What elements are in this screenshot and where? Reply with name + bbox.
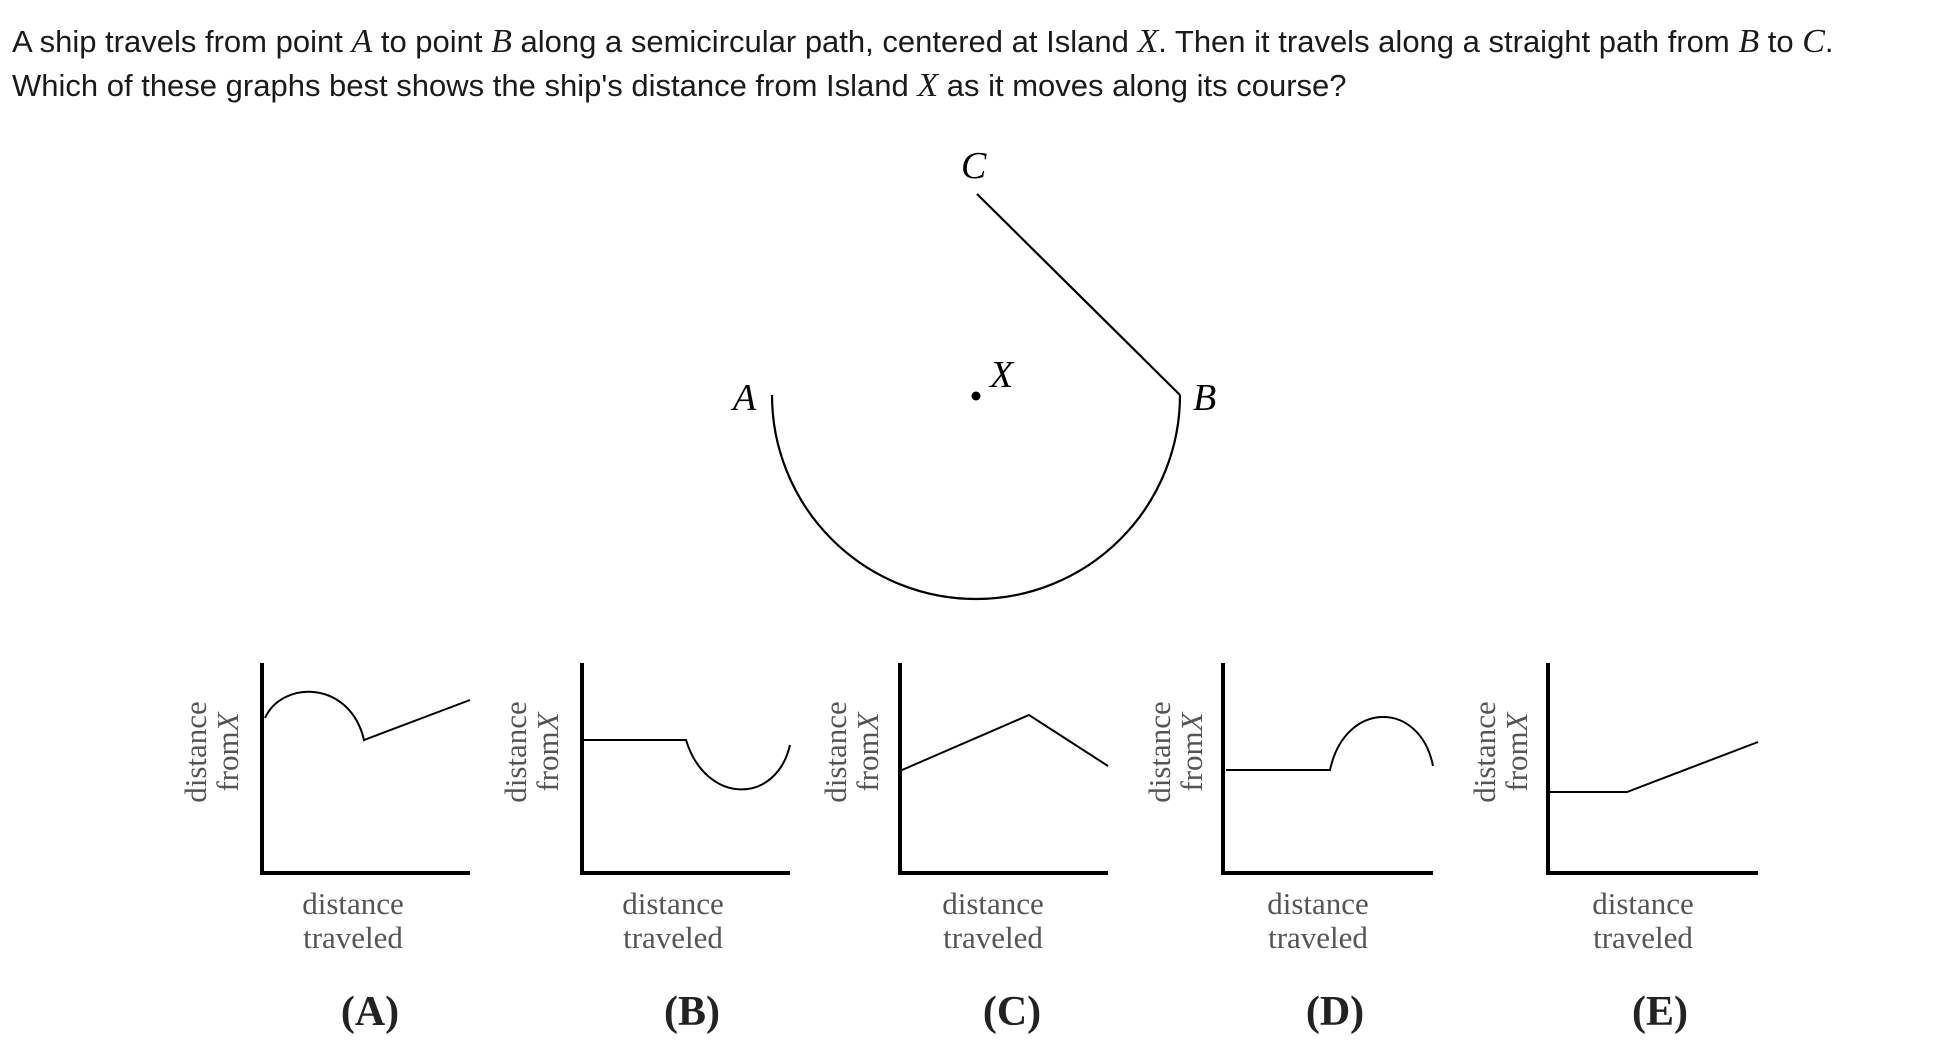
question-part-1: A ship travels from point <box>12 24 352 59</box>
var-a: A <box>351 23 373 60</box>
graph-d-ylabel-line2: fromX <box>1174 711 1209 791</box>
graph-c-ylabel-line1: distance <box>818 701 853 803</box>
graph-c-curve <box>901 713 1109 771</box>
graph-e-xlabel-line2: traveled <box>1593 920 1693 955</box>
graph-c-xlabel-line1: distance <box>942 886 1044 921</box>
straight-path-b-to-c <box>976 193 1181 396</box>
graph-b-xlabel-line1: distance <box>622 886 724 921</box>
graph-b-ylabel-line1: distance <box>498 701 533 803</box>
graph-e-curve <box>1550 741 1759 793</box>
graph-a-xlabel-line1: distance <box>302 886 404 921</box>
graph-b: distance fromX distance traveled (B) <box>498 663 791 1035</box>
graph-e-ylabel-line1: distance <box>1467 701 1502 803</box>
graph-d: distance fromX distance traveled (D) <box>1142 663 1434 1035</box>
graph-b-xlabel-line2: traveled <box>623 920 723 955</box>
graph-e-ylabel-x: X <box>1499 711 1534 733</box>
var-b-2: B <box>1738 23 1760 60</box>
graph-d-xlabel-line1: distance <box>1267 886 1369 921</box>
graph-a-ylabel-x: X <box>210 711 245 733</box>
label-b: B <box>1193 377 1216 419</box>
choice-a[interactable]: (A) <box>341 989 399 1035</box>
graph-b-ylabel-from: from <box>530 731 565 791</box>
graph-c-ylabel-from: from <box>850 731 885 791</box>
choice-d[interactable]: (D) <box>1306 989 1364 1035</box>
graph-a-ylabel-from: from <box>210 731 245 791</box>
graph-a-ylabel-line2: fromX <box>210 711 245 791</box>
question-part-6: . Which of these graphs best shows the s… <box>12 24 1834 103</box>
label-a: A <box>730 377 757 419</box>
graph-e: distance fromX distance traveled (E) <box>1467 663 1759 1035</box>
question-part-2: to point <box>372 24 492 59</box>
ship-path-diagram: X A B C <box>730 145 1216 601</box>
label-c: C <box>961 145 987 187</box>
graph-c: distance fromX distance traveled (C) <box>818 663 1109 1035</box>
graph-a: distance fromX distance traveled (A) <box>178 663 471 1035</box>
graph-d-ylabel-x: X <box>1174 711 1209 733</box>
graph-c-ylabel-line2: fromX <box>850 711 885 791</box>
graph-a-ylabel-line1: distance <box>178 701 213 803</box>
graph-d-curve <box>1226 716 1434 771</box>
graph-c-ylabel-x: X <box>850 711 885 733</box>
graph-b-ylabel-x: X <box>530 711 565 733</box>
var-b: B <box>491 23 512 60</box>
graph-b-ylabel-line2: fromX <box>530 711 565 791</box>
choice-e[interactable]: (E) <box>1632 989 1688 1035</box>
graph-e-axes <box>1546 663 1758 875</box>
graph-a-axes <box>260 663 470 875</box>
question-part-3: along a semicircular path, centered at I… <box>511 24 1138 59</box>
var-x-2: X <box>917 67 939 104</box>
graph-e-ylabel-line2: fromX <box>1499 711 1534 791</box>
question-text: A ship travels from point A to point B a… <box>12 20 1922 108</box>
graph-c-xlabel-line2: traveled <box>943 920 1043 955</box>
var-x: X <box>1137 23 1159 60</box>
graph-d-axes <box>1221 663 1433 875</box>
graph-e-xlabel-line1: distance <box>1592 886 1694 921</box>
graph-d-ylabel-from: from <box>1174 731 1209 791</box>
question-part-4: . Then it travels along a straight path … <box>1158 24 1739 59</box>
graph-b-axes <box>580 663 790 875</box>
label-x: X <box>988 354 1015 396</box>
graph-d-ylabel-line1: distance <box>1142 701 1177 803</box>
choice-c[interactable]: (C) <box>983 989 1041 1035</box>
choice-b[interactable]: (B) <box>664 989 720 1035</box>
graph-c-axes <box>898 663 1108 875</box>
question-part-7: as it moves along its course? <box>938 68 1347 103</box>
island-x-dot <box>971 391 981 401</box>
graph-a-xlabel-line2: traveled <box>303 920 403 955</box>
graph-d-xlabel-line2: traveled <box>1268 920 1368 955</box>
question-part-5: to <box>1759 24 1803 59</box>
graph-b-curve <box>584 739 791 791</box>
graph-e-ylabel-from: from <box>1499 731 1534 791</box>
semicircle-path-a-to-b <box>770 394 1182 601</box>
graph-a-curve <box>264 690 471 742</box>
var-c: C <box>1802 23 1825 60</box>
